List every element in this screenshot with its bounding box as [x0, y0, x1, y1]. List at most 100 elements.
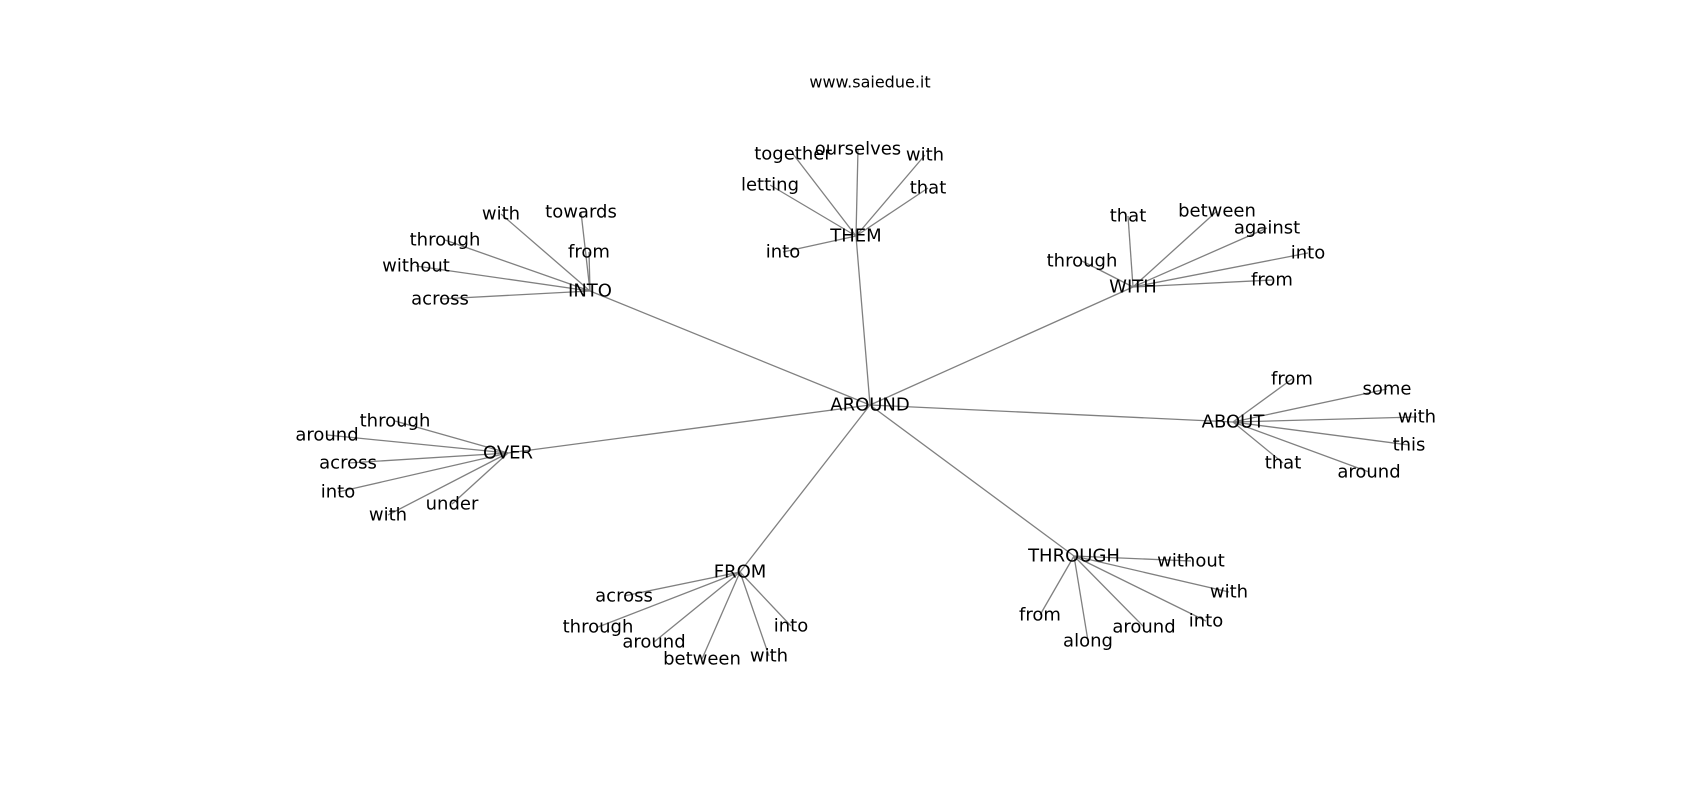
leaf-node-over-across: across	[319, 453, 377, 474]
edge-around-from	[739, 404, 871, 573]
edge-from-into	[739, 571, 792, 627]
leaf-node-about-some: some	[1363, 379, 1412, 400]
edge-them-that	[855, 187, 929, 237]
branch-node-from: FROM	[714, 562, 767, 583]
leaf-node-about-that: that	[1265, 453, 1302, 474]
leaf-node-over-with: with	[369, 505, 407, 526]
leaf-node-with-from: from	[1251, 270, 1293, 291]
edge-with-from	[1132, 279, 1273, 288]
edge-with-that	[1127, 215, 1134, 288]
edge-about-some	[1232, 388, 1388, 423]
edge-about-this	[1232, 421, 1410, 446]
edge-with-into	[1132, 252, 1309, 288]
edge-around-with	[869, 286, 1134, 406]
edge-through-without	[1073, 555, 1192, 562]
edge-through-around	[1073, 555, 1145, 628]
leaf-node-into-through: through	[410, 230, 481, 251]
leaf-node-with-into: into	[1291, 243, 1325, 264]
edge-over-into	[337, 452, 509, 493]
edge-over-under	[451, 452, 509, 505]
leaf-node-with-that: that	[1110, 206, 1147, 227]
edge-with-through	[1081, 260, 1134, 288]
leaf-node-through-with: with	[1210, 582, 1248, 603]
edge-through-into	[1073, 555, 1207, 622]
edge-into-through	[444, 239, 591, 292]
edge-them-into	[782, 235, 857, 253]
branch-node-through: THROUGH	[1027, 546, 1120, 567]
edge-through-along	[1073, 555, 1089, 642]
leaf-node-into-without: without	[382, 256, 450, 277]
edge-about-from	[1232, 378, 1293, 423]
leaf-node-over-around: around	[295, 425, 358, 446]
leaf-node-about-around: around	[1337, 462, 1400, 483]
leaf-node-over-through: through	[360, 411, 431, 432]
leaf-node-about-with: with	[1398, 407, 1436, 428]
leaf-node-through-along: along	[1063, 631, 1113, 652]
leaf-node-into-across: across	[411, 289, 469, 310]
edge-from-around	[653, 571, 741, 643]
leaf-node-from-across: across	[595, 586, 653, 607]
leaf-node-from-between: between	[663, 649, 741, 670]
edge-through-from	[1039, 555, 1075, 616]
leaf-node-over-under: under	[426, 494, 479, 515]
leaf-node-with-between: between	[1178, 201, 1256, 222]
edge-about-around	[1232, 421, 1370, 473]
edge-over-across	[347, 452, 509, 464]
edge-around-about	[869, 404, 1234, 423]
leaf-node-through-around: around	[1112, 617, 1175, 638]
edge-over-through	[394, 420, 509, 454]
edge-around-them	[855, 235, 871, 406]
edge-from-between	[701, 571, 741, 660]
root-node-around: AROUND	[830, 395, 910, 416]
leaf-node-into-with: with	[482, 204, 520, 225]
leaf-node-them-together: together	[754, 144, 832, 165]
leaf-node-from-around: around	[622, 632, 685, 653]
edge-from-through	[597, 571, 741, 628]
leaf-node-through-without: without	[1157, 551, 1225, 572]
leaf-node-into-from: from	[568, 242, 610, 263]
leaf-node-from-with: with	[750, 646, 788, 667]
edge-through-with	[1073, 555, 1230, 593]
leaf-node-about-this: this	[1393, 435, 1426, 456]
edge-over-with	[387, 452, 509, 516]
branch-node-over: OVER	[483, 443, 533, 464]
leaf-node-with-against: against	[1234, 218, 1300, 239]
watermark-text: www.saiedue.it	[809, 73, 930, 92]
edge-from-across	[623, 571, 741, 597]
edge-into-towards	[580, 211, 591, 292]
branch-node-with: WITH	[1109, 277, 1157, 298]
edge-them-with	[855, 154, 926, 237]
leaf-node-from-into: into	[774, 616, 808, 637]
leaf-node-from-through: through	[563, 617, 634, 638]
leaf-node-with-through: through	[1047, 251, 1118, 272]
edge-about-with	[1232, 416, 1418, 423]
edge-around-over	[507, 404, 871, 454]
edge-them-ourselves	[855, 148, 859, 237]
branch-node-about: ABOUT	[1202, 412, 1266, 433]
edge-into-without	[415, 265, 591, 292]
leaf-node-over-into: into	[321, 482, 355, 503]
leaf-node-them-into: into	[766, 242, 800, 263]
leaf-node-about-from: from	[1271, 369, 1313, 390]
edge-with-against	[1132, 227, 1268, 288]
edge-with-between	[1132, 210, 1218, 288]
edge-about-that	[1232, 421, 1284, 464]
edge-over-around	[326, 434, 509, 454]
leaf-node-them-with: with	[906, 145, 944, 166]
leaf-node-them-letting: letting	[741, 175, 799, 196]
leaf-node-them-ourselves: ourselves	[815, 139, 901, 160]
edge-into-with	[500, 213, 591, 292]
edge-layer	[326, 148, 1418, 660]
leaf-node-through-into: into	[1189, 611, 1223, 632]
branch-node-into: INTO	[568, 281, 612, 302]
edge-them-together	[792, 153, 857, 237]
leaf-node-them-that: that	[910, 178, 947, 199]
leaf-node-through-from: from	[1019, 605, 1061, 626]
leaf-node-into-towards: towards	[545, 202, 617, 223]
edge-around-through	[869, 404, 1075, 557]
edge-from-with	[739, 571, 770, 657]
edge-into-from	[588, 251, 591, 292]
branch-node-them: THEM	[829, 226, 881, 247]
